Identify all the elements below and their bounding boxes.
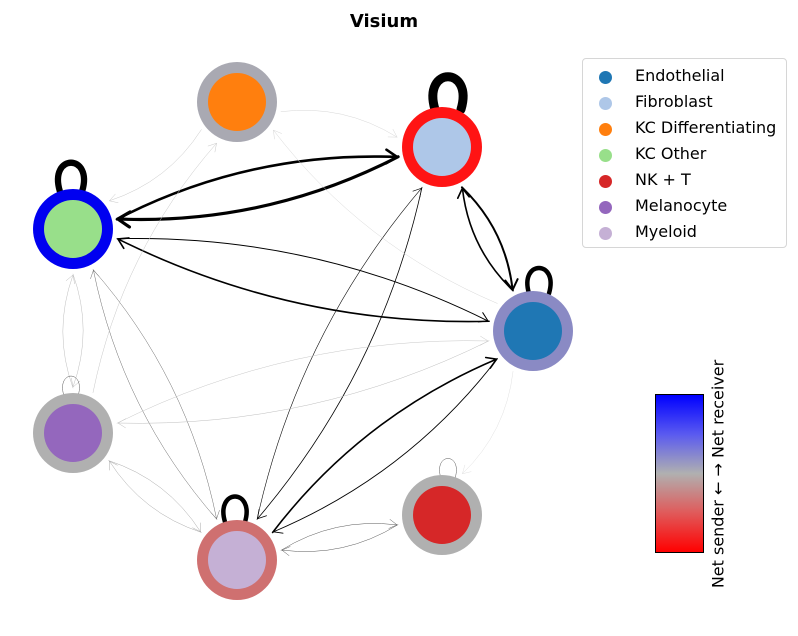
self-loop-kcother (54, 159, 88, 195)
self-loop-mela (62, 375, 80, 396)
edge-arrowhead (479, 335, 489, 346)
legend-label: Melanocyte (635, 196, 728, 215)
node-nkt: NK + T (413, 486, 471, 544)
legend-marker (599, 71, 612, 84)
legend-item: Endothelial (583, 62, 788, 88)
edge-kcdiff-to-fibro (280, 109, 398, 138)
node-kcother: KC Other (44, 200, 102, 258)
legend-marker (599, 175, 612, 188)
edge-fibro-to-kcother (116, 155, 400, 222)
edge-arrowhead (281, 546, 291, 556)
edge-myeloid-to-endo (271, 358, 498, 534)
edge-arrowhead (384, 148, 399, 165)
self-loop-fibro (428, 72, 468, 114)
loops-layer (54, 72, 553, 525)
legend-marker (599, 227, 612, 240)
edge-myeloid-to-fibro (256, 187, 422, 520)
edge-arrowhead (273, 129, 282, 140)
legend-label: KC Other (635, 144, 707, 163)
edge-kcother-to-mela (72, 273, 84, 388)
edge-endo-to-kcother (117, 238, 490, 323)
edge-arrowhead (65, 274, 75, 285)
colorbar-label: Net sender ← → Net receiver (708, 359, 728, 589)
legend-label: NK + T (635, 170, 691, 189)
nodes-layer: KC DifferentiatingFibroblast KC OtherEndo… (33, 62, 573, 600)
edge-arrowhead (109, 193, 119, 203)
edge-endo-to-nkt (462, 371, 514, 475)
legend-item: KC Differentiating (583, 114, 788, 140)
chart-title: Visium (349, 11, 419, 32)
edge-arrowhead (210, 510, 220, 520)
edge-myeloid-to-kcother (93, 269, 218, 520)
legend-marker (599, 149, 612, 162)
edges-layer (62, 109, 519, 556)
edge-kcother-to-myeloid (92, 269, 217, 520)
edge-kcother-to-fibro (115, 155, 399, 221)
edge-mela-to-kcdiff (92, 142, 217, 393)
legend-marker (599, 97, 612, 110)
edge-endo-to-myeloid (272, 358, 498, 533)
node-kcdiff: KC Differentiating (208, 73, 266, 131)
legend-item: NK + T (583, 166, 788, 192)
legend: Endothelial Fibroblast KC Differentiatin… (582, 58, 787, 248)
node-endo: Endothelial (504, 302, 562, 360)
edge-mela-to-endo (116, 340, 489, 424)
legend-item: Melanocyte (583, 192, 788, 218)
edge-myeloid-to-mela (109, 460, 202, 533)
edge-arrowhead (272, 523, 284, 534)
legend-marker (599, 201, 612, 214)
edge-fibro-to-endo (460, 186, 514, 291)
legend-item: KC Other (583, 140, 788, 166)
edge-nkt-to-myeloid (281, 524, 399, 552)
legend-label: Fibroblast (635, 92, 713, 111)
legend-item: Myeloid (583, 218, 788, 244)
legend-label: Endothelial (635, 66, 725, 85)
edge-arrowhead (109, 460, 118, 471)
edge-kcdiff-to-kcother (109, 129, 202, 202)
edge-arrowhead (456, 187, 470, 200)
colorbar (655, 394, 704, 553)
node-mela: Melanocyte (44, 404, 102, 462)
node-myeloid: Myeloid (208, 531, 266, 589)
edge-mela-to-myeloid (108, 460, 201, 533)
edge-kcother-to-endo (116, 237, 489, 322)
edge-arrowhead (388, 519, 398, 529)
self-loop-endo (525, 265, 553, 296)
edge-mela-to-kcother (62, 274, 74, 389)
self-loop-myeloid (221, 494, 249, 525)
node-fibro: Fibroblast (413, 118, 471, 176)
edge-myeloid-to-nkt (280, 523, 398, 551)
self-loop-nkt (439, 458, 457, 478)
edge-arrowhead (412, 187, 422, 198)
legend-marker (599, 123, 612, 136)
edge-endo-to-kcdiff (273, 129, 498, 304)
legend-item: Fibroblast (583, 88, 788, 114)
edge-fibro-to-myeloid (257, 186, 423, 520)
legend-label: Myeloid (635, 222, 697, 241)
edge-arrowhead (207, 142, 217, 153)
edge-endo-to-fibro (461, 187, 514, 292)
edge-arrowhead (192, 522, 201, 533)
edge-arrowhead (387, 128, 398, 138)
edge-endo-to-mela (117, 340, 490, 424)
edge-arrowhead (462, 464, 472, 475)
legend-label: KC Differentiating (635, 118, 777, 137)
edge-arrowhead (71, 377, 81, 388)
edge-arrowhead (477, 312, 489, 323)
